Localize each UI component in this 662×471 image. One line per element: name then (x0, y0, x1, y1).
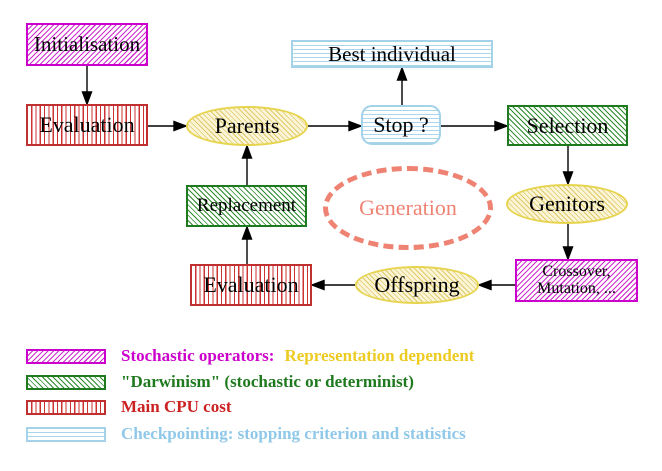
legend-swatch-red-stripes (26, 399, 106, 415)
arrow-replacement-to-parents (241, 144, 253, 185)
legend-label-stochastic-operators: Stochastic operators: (121, 346, 275, 365)
node-replacement: Replacement (186, 185, 307, 227)
arrow-selection-to-genitors (562, 146, 574, 186)
legend-label-main-cpu-cost: Main CPU cost (121, 397, 232, 416)
legend-label-representation-dependent: Representation dependent (284, 346, 475, 365)
legend-label-checkpointing: Checkpointing: stopping criterion and st… (121, 424, 466, 443)
legend-swatch-cyan-stripes (26, 426, 106, 442)
node-crossover-mutation: Crossover, Mutation, ... (515, 259, 638, 302)
node-initialisation-label: Initialisation (33, 32, 141, 57)
arrow-stop-to-selection (441, 120, 509, 132)
node-selection: Selection (507, 105, 628, 146)
node-stop: Stop ? (361, 105, 441, 145)
legend-row-main-cpu-cost: Main CPU cost (26, 397, 231, 417)
arrow-evaluation-to-parents (148, 120, 188, 132)
arrow-offspring-to-evaluation (310, 279, 355, 291)
legend-row-checkpointing: Checkpointing: stopping criterion and st… (26, 424, 466, 444)
arrow-initialisation-to-evaluation (81, 66, 93, 106)
arrow-evaluation-to-replacement (241, 225, 253, 264)
node-stop-label: Stop ? (373, 112, 429, 138)
legend-row-stochastic-operators: Stochastic operators: Representation dep… (26, 346, 474, 366)
node-best-individual-label: Best individual (328, 41, 456, 66)
legend-swatch-magenta-hatch (26, 348, 106, 364)
node-initialisation: Initialisation (26, 23, 148, 66)
node-best-individual: Best individual (291, 40, 493, 68)
node-crossover-line1: Crossover, (542, 262, 611, 280)
legend-label-darwinism: "Darwinism" (stochastic or determinist) (121, 372, 414, 391)
node-evaluation-bottom: Evaluation (190, 264, 312, 306)
node-offspring-label: Offspring (374, 272, 460, 298)
arrow-crossover-to-offspring (477, 279, 515, 291)
node-evaluation-top: Evaluation (26, 104, 148, 146)
node-genitors: Genitors (506, 184, 628, 224)
node-offspring: Offspring (355, 266, 479, 304)
node-evaluation-bottom-label: Evaluation (203, 272, 299, 298)
generation-label: Generation (359, 195, 457, 221)
node-evaluation-top-label: Evaluation (39, 112, 135, 138)
legend-swatch-green-hatch (26, 374, 106, 390)
node-parents-label: Parents (214, 113, 280, 139)
node-parents: Parents (186, 106, 308, 146)
node-crossover-line2: Mutation, ... (537, 279, 616, 297)
legend-row-darwinism: "Darwinism" (stochastic or determinist) (26, 372, 414, 392)
node-selection-label: Selection (526, 112, 609, 138)
arrow-genitors-to-crossover (562, 224, 574, 261)
arrow-parents-to-stop (308, 120, 363, 132)
arrow-stop-to-best-individual (396, 66, 408, 105)
generation-cycle-ellipse: Generation (323, 166, 493, 250)
node-replacement-label: Replacement (196, 195, 297, 217)
node-genitors-label: Genitors (529, 191, 605, 217)
